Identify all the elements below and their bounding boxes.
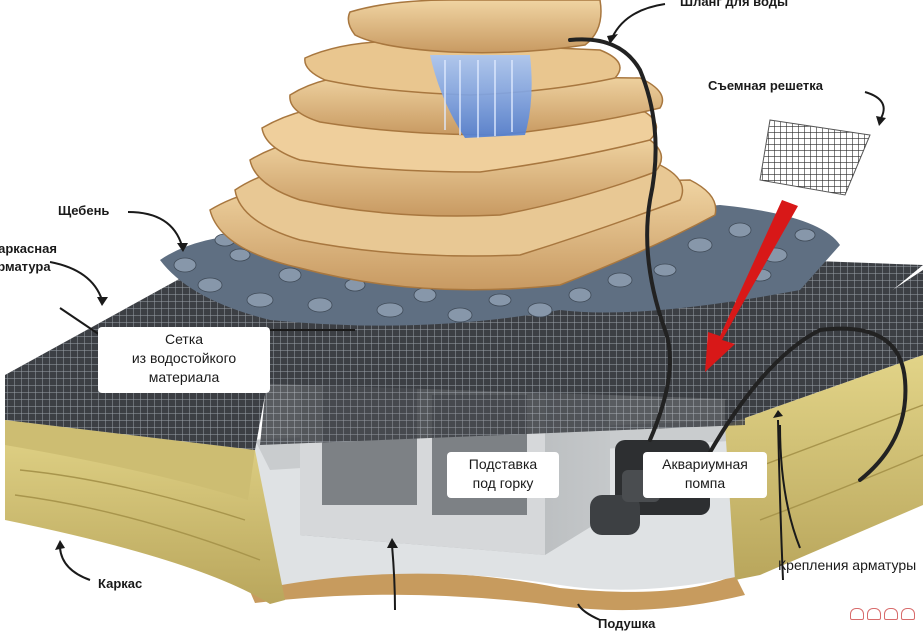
pump-line1: Аквариумная — [662, 456, 748, 472]
stand-line2: под горку — [472, 475, 534, 491]
stand-line1: Подставка — [468, 456, 538, 472]
waterfall — [430, 55, 532, 138]
label-frame: Каркас — [98, 576, 143, 591]
sand-cushion — [245, 571, 745, 611]
label-cushion: Подушка — [598, 616, 656, 631]
pump-line2: помпа — [684, 475, 726, 491]
red-direction-arrow — [705, 200, 798, 372]
label-box-pump: Аквариумная помпа — [643, 452, 767, 498]
frame-wood-front — [5, 420, 285, 604]
callout-lines — [49, 3, 885, 621]
watermark-logo — [850, 608, 915, 620]
mesh-line1: Сетка — [164, 331, 204, 347]
label-box-stand: Подставка под горку — [447, 452, 559, 498]
removable-grate — [759, 119, 871, 196]
mesh-line3: материала — [148, 369, 220, 385]
label-rebar-fasteners: Крепления арматуры — [778, 557, 917, 573]
water-hose — [568, 37, 908, 482]
callout-arrowheads — [55, 34, 886, 550]
label-box-mesh: Сетка из водостойкого материала — [98, 327, 270, 393]
stone-slabs — [209, 0, 717, 291]
label-removable-grate: Съемная решетка — [708, 78, 823, 93]
label-rebar-line1: Каркасная — [0, 241, 57, 256]
label-water-hose: Шланг для воды — [680, 0, 789, 9]
mesh-line2: из водостойкого — [131, 350, 237, 366]
label-rebar-line2: арматура — [0, 259, 51, 274]
label-gravel: Щебень — [58, 203, 110, 218]
frame-wood-right — [725, 355, 923, 580]
